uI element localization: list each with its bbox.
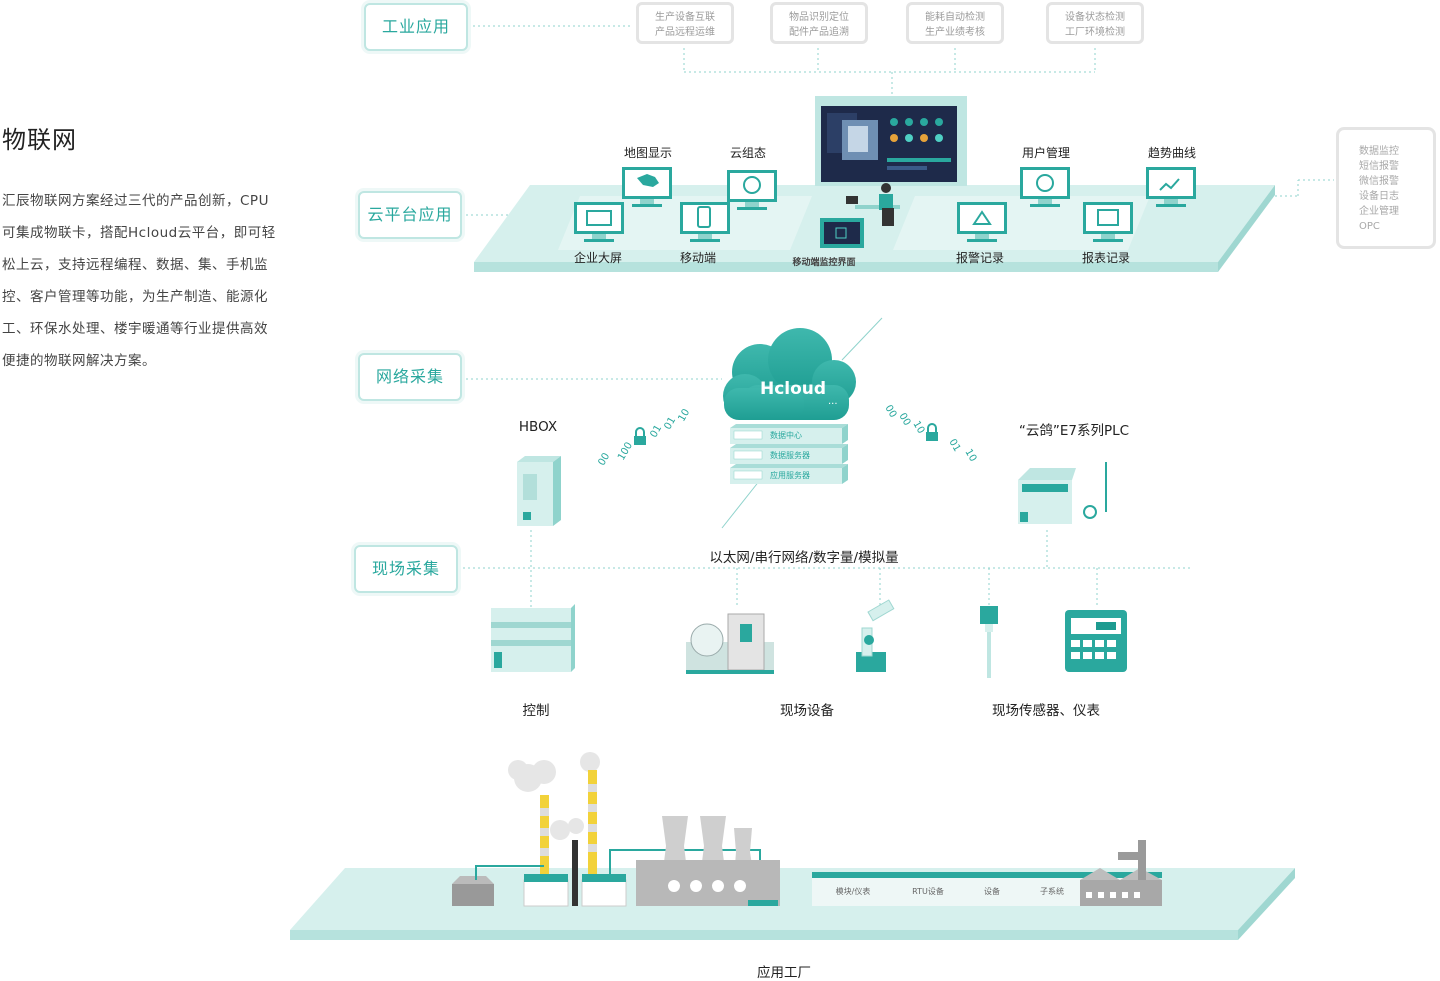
server-label: 应用服务器 <box>770 471 810 480</box>
bit: 00 <box>596 451 613 468</box>
server-label: 数据中心 <box>770 431 802 440</box>
label-alarm-records: 报警记录 <box>955 251 1005 265</box>
label-map-display: 地图显示 <box>623 146 673 160</box>
feature-item: 微信报警 <box>1359 176 1399 187</box>
industry-app-line: 生产设备互联 <box>655 12 715 23</box>
feature-item: OPC <box>1359 221 1380 232</box>
bit: 01 <box>946 437 963 454</box>
central-monitor <box>815 96 967 186</box>
report-icon <box>1097 209 1119 226</box>
factory-strip-item: RTU设备 <box>912 887 944 896</box>
tier-connectors <box>458 25 1190 569</box>
label-report-records: 报表记录 <box>1081 251 1131 265</box>
label-mobile: 移动端 <box>679 251 717 265</box>
field-machine <box>686 613 774 674</box>
platform-features-box: 数据监控 短信报警 微信报警 设备日志 企业管理 OPC <box>1336 127 1436 249</box>
map-icon <box>637 174 659 187</box>
feature-item: 数据监控 <box>1359 146 1399 157</box>
cloud-config-icon <box>743 176 761 194</box>
sensor-probe <box>980 606 998 678</box>
user-icon <box>1036 174 1054 192</box>
industry-app-line: 能耗自动检测 <box>925 12 985 23</box>
label-cloud-config: 云组态 <box>729 146 767 160</box>
bit: 10 <box>962 447 979 464</box>
label-field-equipment: 现场设备 <box>780 703 834 719</box>
industry-app-box: 设备状态检测 工厂环境检测 <box>1046 2 1144 44</box>
bit: 10 <box>910 419 927 436</box>
label-enterprise-bigscreen: 企业大屏 <box>573 251 623 265</box>
control-module <box>491 604 575 672</box>
hcloud-cloud <box>723 328 856 420</box>
factory-buildings <box>452 816 1162 907</box>
trend-icon <box>1159 178 1180 191</box>
bit: 100 <box>616 440 636 463</box>
label-application-factory: 应用工厂 <box>757 965 811 981</box>
lock-icon-right <box>926 423 938 441</box>
label-plc: “云鸽”E7系列PLC <box>1018 423 1130 439</box>
cloud-diagonals <box>721 317 883 529</box>
feature-item: 企业管理 <box>1359 206 1399 217</box>
factory-strip-item: 模块/仪表 <box>835 887 871 896</box>
tier-field-collection: 现场采集 <box>354 545 458 593</box>
server-stack <box>730 424 848 484</box>
monitor-glyphs <box>586 174 1180 228</box>
hbox-device <box>517 456 561 526</box>
robot-arm <box>856 599 895 672</box>
mobile-monitor-device <box>820 218 864 248</box>
bit: 10 <box>676 407 693 424</box>
factory-strip-item: 子系统 <box>1040 887 1064 896</box>
label-user-management: 用户管理 <box>1021 146 1071 160</box>
industry-app-box: 生产设备互联 产品远程运维 <box>636 2 734 44</box>
alarm-icon <box>972 210 992 225</box>
mobile-icon <box>697 206 711 228</box>
bigscreen-icon <box>586 210 612 226</box>
lock-icon-left <box>634 427 646 445</box>
industry-app-line: 工厂环境检测 <box>1065 27 1125 38</box>
hcloud-more: ... <box>828 396 838 407</box>
server-label: 数据服务器 <box>770 451 810 460</box>
hcloud-name: Hcloud <box>760 379 827 399</box>
factory-strip-item: 设备 <box>984 887 1000 896</box>
label-mobile-monitor-ui: 移动端监控界面 <box>792 258 856 268</box>
label-trend-curve: 趋势曲线 <box>1147 146 1197 160</box>
plc-device <box>1018 462 1107 524</box>
page-title: 物联网 <box>2 126 77 154</box>
feature-item: 短信报警 <box>1359 161 1399 172</box>
industry-app-box: 物品识别定位 配件产品追溯 <box>770 2 868 44</box>
industry-app-line: 产品远程运维 <box>655 27 715 38</box>
binary-stream-left: 10 01 01 100 00 <box>594 407 694 468</box>
industry-app-box: 能耗自动检测 生产业绩考核 <box>906 2 1004 44</box>
operator <box>846 183 900 226</box>
tier-cloud-platform: 云平台应用 <box>358 191 462 239</box>
industry-app-line: 生产业绩考核 <box>925 27 985 38</box>
feature-item: 设备日志 <box>1359 191 1399 202</box>
tier-network-collection: 网络采集 <box>358 353 462 401</box>
industry-app-line: 物品识别定位 <box>789 12 849 23</box>
label-field-sensors: 现场传感器、仪表 <box>992 703 1100 719</box>
label-control: 控制 <box>522 703 550 719</box>
factory-chimneys <box>508 752 600 906</box>
meter-instrument <box>1065 610 1127 672</box>
industry-tree <box>683 48 1334 197</box>
industry-app-line: 配件产品追溯 <box>789 27 849 38</box>
label-hbox: HBOX <box>518 419 558 435</box>
industry-app-line: 设备状态检测 <box>1065 12 1125 23</box>
binary-stream-right: 00 00 10 01 10 <box>882 403 984 464</box>
label-bus: 以太网/串行网络/数字量/模拟量 <box>709 550 899 566</box>
field-drops <box>530 530 1098 608</box>
tier-industry-apps: 工业应用 <box>364 3 468 51</box>
intro-paragraph: 汇辰物联网方案经过三代的产品创新，CPU可集成物联卡，搭配Hcloud云平台，即… <box>2 193 276 369</box>
